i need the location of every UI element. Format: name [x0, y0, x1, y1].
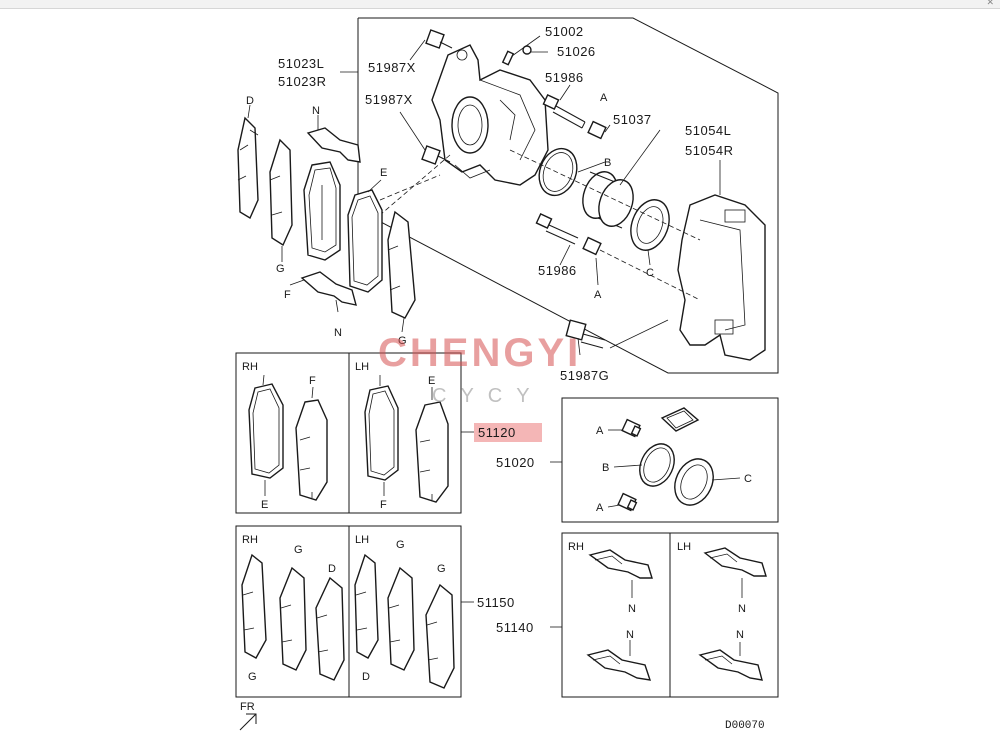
shim-kit-lh-2 — [387, 566, 415, 671]
label-51002[interactable]: 51002 — [545, 24, 584, 39]
label-51037[interactable]: 51037 — [613, 112, 652, 127]
seal-kit-boot — [674, 458, 714, 506]
ref-e-top: E — [380, 167, 387, 179]
label-51026[interactable]: 51026 — [557, 44, 596, 59]
ref-n-clip-rh-1: N — [628, 603, 636, 615]
clip-kit-lh-title: LH — [677, 541, 691, 553]
watermark-sub: CYCY — [432, 385, 544, 407]
label-51023l[interactable]: 51023L — [278, 56, 324, 71]
ref-n-top: N — [312, 105, 320, 117]
guide-pin-bottom — [535, 213, 602, 256]
piston — [582, 171, 634, 229]
shim-kit-lh-3 — [425, 583, 455, 689]
ref-a-kit-bottom: A — [596, 502, 604, 514]
shim-kit-lh-title: LH — [355, 534, 369, 546]
front-direction-arrow — [239, 713, 257, 731]
pad-kit-rh-shim — [295, 399, 328, 501]
ref-g-shim-lh-2: G — [437, 563, 446, 575]
clip-kit-rh-top — [588, 549, 653, 579]
seal-kit-grease — [660, 407, 700, 432]
exploded-pad-outer — [347, 189, 383, 293]
clip-kit-rh-title: RH — [568, 541, 584, 553]
ref-n-clip-rh-2: N — [626, 629, 634, 641]
label-51987g[interactable]: 51987G — [560, 368, 609, 383]
label-51986-bottom[interactable]: 51986 — [538, 263, 577, 278]
ref-f-pad-lh: F — [380, 499, 387, 511]
label-51140[interactable]: 51140 — [496, 620, 534, 635]
ref-d-shim-rh: D — [328, 563, 336, 575]
caliper-body — [431, 44, 549, 186]
exploded-clip-top — [306, 127, 361, 163]
exploded-shim-d — [237, 116, 259, 220]
pad-kit-lh-pad — [364, 385, 399, 481]
label-51986-top[interactable]: 51986 — [545, 70, 584, 85]
shim-kit-rh-2 — [279, 566, 307, 671]
caliper-bolt-top — [425, 29, 453, 49]
ref-c-kit: C — [744, 473, 752, 485]
label-51054r[interactable]: 51054R — [685, 143, 734, 158]
ref-f-pad-rh: F — [309, 375, 316, 387]
seal-kit-box — [561, 397, 779, 523]
clip-kit-rh-bottom — [586, 649, 652, 681]
exploded-shim-g — [269, 138, 293, 247]
diagram-code: D00070 — [725, 720, 765, 732]
exploded-pad-inner — [303, 161, 341, 261]
exploded-clip-bottom — [300, 271, 357, 306]
label-51023r[interactable]: 51023R — [278, 74, 327, 89]
ref-g-shim-rh-bottom: G — [248, 671, 257, 683]
ref-e-pad-rh: E — [261, 499, 268, 511]
ref-a-kit-top: A — [596, 425, 604, 437]
label-51150[interactable]: 51150 — [477, 595, 515, 610]
ref-n-bottom: N — [334, 327, 342, 339]
ref-e-pad-lh: E — [428, 375, 435, 387]
ref-c: C — [646, 267, 654, 279]
ref-d-top: D — [246, 95, 254, 107]
window-top-bar: ✕ — [0, 0, 1000, 9]
caliper-bracket — [677, 194, 766, 361]
pad-kit-lh-title: LH — [355, 361, 369, 373]
seal-kit-cap-bottom — [617, 492, 638, 512]
shim-kit-rh-title: RH — [242, 534, 258, 546]
clip-kit-lh-top — [703, 547, 767, 577]
close-icon[interactable]: ✕ — [986, 0, 994, 8]
shim-kit-rh-1 — [241, 553, 267, 659]
ref-d-shim-lh-bottom: D — [362, 671, 370, 683]
bracket-bolt — [565, 319, 606, 349]
pad-kit-rh-pad — [248, 383, 284, 479]
highlight-51120 — [474, 423, 542, 442]
ref-f-left: F — [284, 289, 291, 301]
caliper-bolt-mid — [421, 145, 451, 165]
label-51120[interactable]: 51120 — [478, 425, 516, 440]
ref-a-bottom: A — [594, 289, 602, 301]
seal-kit-cap-top — [621, 418, 642, 438]
ref-n-clip-lh-1: N — [738, 603, 746, 615]
label-51020[interactable]: 51020 — [496, 455, 535, 470]
label-51054l[interactable]: 51054L — [685, 123, 731, 138]
dust-boot — [630, 199, 670, 251]
piston-seal — [538, 147, 578, 197]
ref-g-shim-rh: G — [294, 544, 303, 556]
guide-pin-top — [542, 94, 607, 140]
ref-g-left: G — [276, 263, 285, 275]
ref-g-shim-lh-1: G — [396, 539, 405, 551]
ref-n-clip-lh-2: N — [736, 629, 744, 641]
label-51987x-mid[interactable]: 51987X — [365, 92, 413, 107]
ref-b-kit: B — [602, 462, 609, 474]
label-51987x-top[interactable]: 51987X — [368, 60, 416, 75]
clip-kit-lh-bottom — [698, 649, 763, 681]
pad-kit-lh-shim — [415, 401, 449, 503]
fr-label: FR — [240, 701, 255, 713]
ref-g-right: G — [398, 335, 407, 347]
shim-kit-rh-3 — [315, 576, 345, 681]
bleeder-screw — [501, 45, 532, 66]
ref-a-top: A — [600, 92, 608, 104]
seal-kit-seal — [639, 443, 675, 487]
ref-b: B — [604, 157, 611, 169]
shim-kit-lh-1 — [354, 553, 379, 659]
exploded-shim-g-outer — [387, 210, 416, 319]
pad-kit-rh-title: RH — [242, 361, 258, 373]
watermark-main: CHENGYI — [378, 331, 581, 375]
